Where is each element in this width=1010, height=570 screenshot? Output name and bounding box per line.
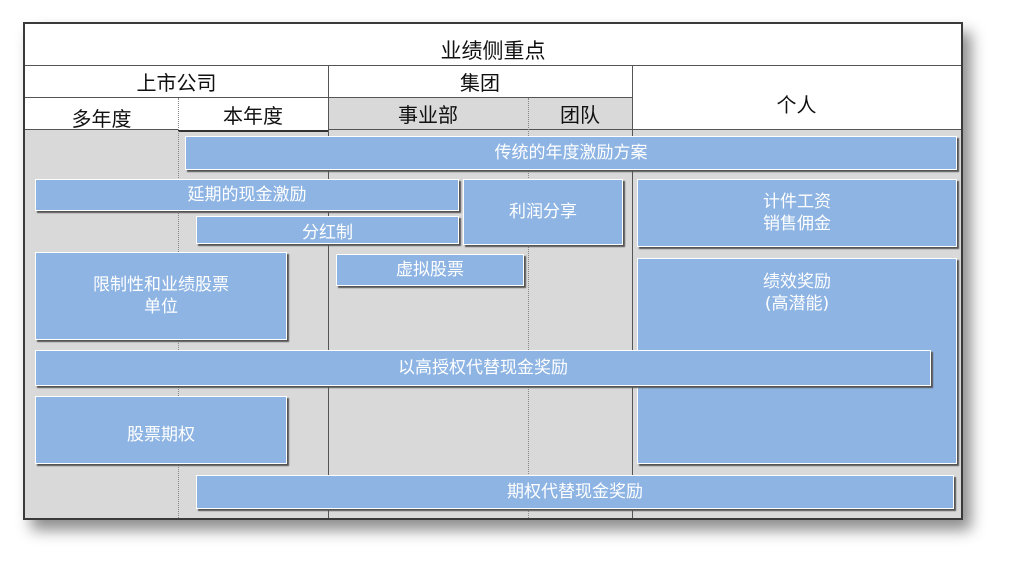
plan-piecework: 计件工资 销售佣金: [637, 179, 957, 247]
plan-virtual-stock-label: 虚拟股票: [396, 260, 464, 280]
plan-performance-award-line1: 绩效奖励: [763, 272, 831, 292]
plan-restricted-stock: 限制性和业绩股票 单位: [35, 252, 287, 340]
plan-options-instead-cash-label: 期权代替现金奖励: [507, 482, 643, 502]
plan-deferred-cash-label: 延期的现金激励: [187, 185, 307, 205]
plan-dividend-label: 分红制: [302, 223, 353, 243]
plan-piecework-line1: 计件工资: [763, 192, 831, 212]
plan-stock-options-label: 股票期权: [127, 425, 195, 445]
plan-restricted-stock-line2: 单位: [144, 297, 178, 317]
plan-high-grant-options-label: 以高授权代替现金奖励: [398, 358, 568, 378]
grid-line-listed-group: [328, 66, 329, 518]
header-listed-company: 上市公司: [25, 66, 328, 98]
header-multi-year: 多年度: [25, 98, 178, 131]
plan-restricted-stock-line1: 限制性和业绩股票: [93, 275, 229, 295]
plan-profit-sharing: 利润分享: [463, 179, 623, 245]
plan-dividend: 分红制: [196, 216, 459, 244]
header-team: 团队: [528, 98, 632, 130]
grid-line-group-individual: [632, 66, 633, 518]
grid-line-unit-team: [528, 98, 530, 518]
plan-stock-options: 股票期权: [35, 396, 287, 464]
header-business-unit: 事业部: [328, 98, 528, 130]
header-this-year: 本年度: [178, 98, 328, 132]
plan-traditional-annual: 传统的年度激励方案: [185, 136, 957, 170]
incentive-matrix: 业绩侧重点 上市公司 集团 个人 多年度 本年度 事业部 团队 传统的年度激励方…: [23, 22, 963, 520]
plan-virtual-stock: 虚拟股票: [336, 254, 524, 286]
header-individual: 个人: [632, 66, 961, 130]
plan-profit-sharing-label: 利润分享: [509, 202, 577, 222]
header-group: 集团: [328, 66, 632, 98]
plan-performance-award-line2: (高潜能): [764, 294, 830, 314]
plan-piecework-line2: 销售佣金: [763, 214, 831, 234]
matrix-title: 业绩侧重点: [25, 24, 961, 66]
plan-deferred-cash: 延期的现金激励: [35, 179, 459, 211]
plan-high-grant-options: 以高授权代替现金奖励: [35, 350, 931, 386]
plan-options-instead-cash: 期权代替现金奖励: [196, 475, 954, 509]
plan-traditional-annual-label: 传统的年度激励方案: [494, 143, 648, 163]
